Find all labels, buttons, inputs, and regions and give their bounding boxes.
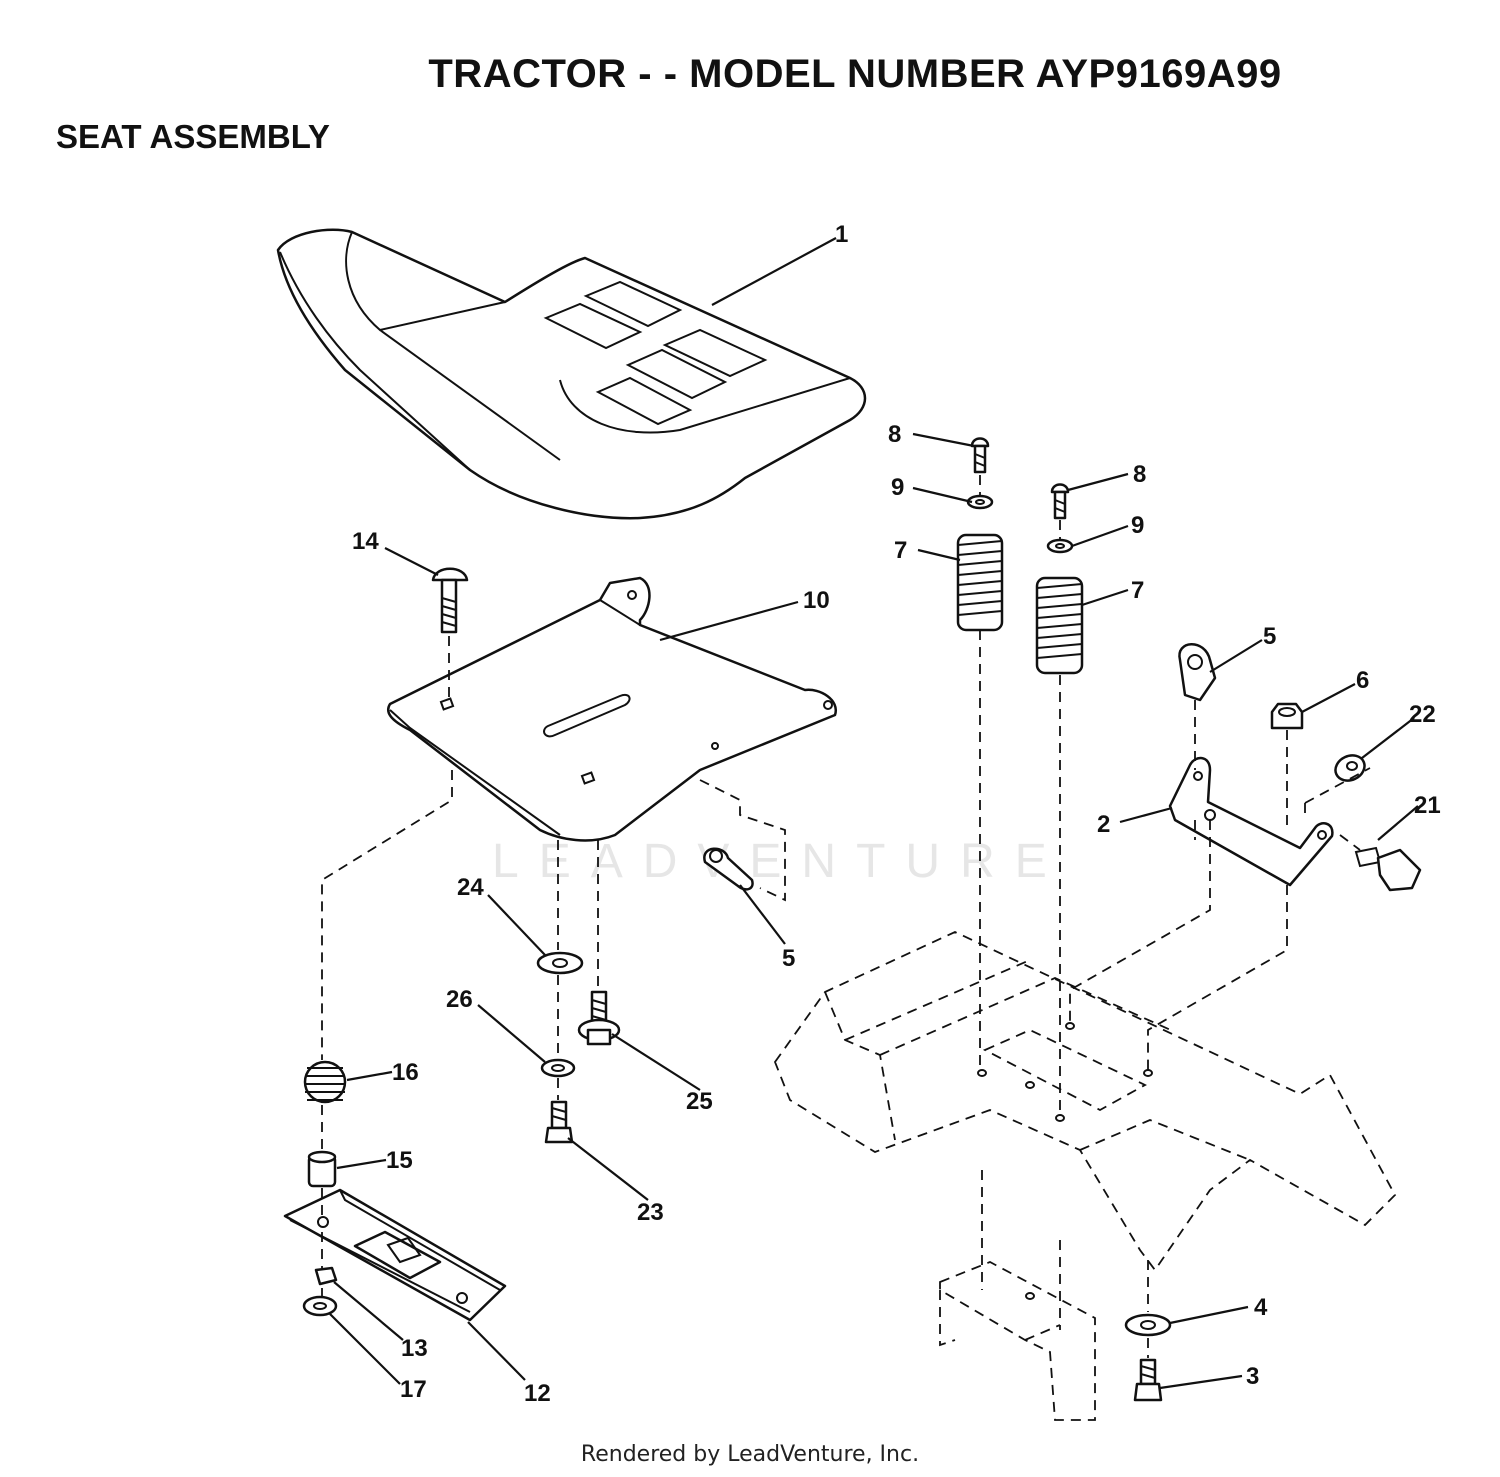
part-bolt-8-left xyxy=(970,437,990,474)
callout-7-right: 7 xyxy=(1131,577,1144,604)
part-carriage-bolt xyxy=(431,567,469,634)
callout-22: 22 xyxy=(1409,701,1436,728)
callout-8-left: 8 xyxy=(888,421,901,448)
callout-12: 12 xyxy=(524,1380,551,1407)
callout-8-right: 8 xyxy=(1133,461,1146,488)
section-title: SEAT ASSEMBLY xyxy=(56,118,330,155)
part-nut-6 xyxy=(1270,702,1304,730)
callout-24: 24 xyxy=(457,874,484,901)
part-flange-bolt-25 xyxy=(577,990,621,1046)
watermark: LEADVENTURE xyxy=(492,835,1067,888)
callout-7-left: 7 xyxy=(894,537,907,564)
callout-26: 26 xyxy=(446,986,473,1013)
frame-holes xyxy=(977,1022,1153,1300)
part-nut-13 xyxy=(314,1266,338,1286)
callout-16: 16 xyxy=(392,1059,419,1086)
callout-13: 13 xyxy=(401,1335,428,1362)
callout-23: 23 xyxy=(637,1199,664,1226)
part-bolt-8-right xyxy=(1050,483,1070,520)
diagram-title: TRACTOR - - MODEL NUMBER AYP9169A99 xyxy=(428,52,1282,96)
callout-14: 14 xyxy=(352,528,379,555)
part-hex-bolt-3 xyxy=(1133,1358,1163,1402)
part-washer-9-right xyxy=(1046,538,1074,554)
part-seat-bracket-12 xyxy=(283,1188,507,1322)
callout-3: 3 xyxy=(1246,1363,1259,1390)
callout-6: 6 xyxy=(1356,667,1369,694)
part-seat xyxy=(276,228,867,520)
callout-25: 25 xyxy=(686,1088,713,1115)
callout-17: 17 xyxy=(400,1376,427,1403)
part-flange-nut-17 xyxy=(302,1295,338,1317)
callout-15: 15 xyxy=(386,1147,413,1174)
callout-4: 4 xyxy=(1254,1294,1268,1321)
callout-21: 21 xyxy=(1414,792,1441,819)
callout-1: 1 xyxy=(835,221,848,248)
callout-9-left: 9 xyxy=(891,474,904,501)
callout-10: 10 xyxy=(803,587,830,614)
part-clip-right xyxy=(1178,643,1217,702)
part-hairpin-clip-left xyxy=(703,847,754,891)
tractor-frame-outline xyxy=(773,931,1397,1421)
leader-lines xyxy=(329,237,1419,1390)
callout-9-right: 9 xyxy=(1131,512,1144,539)
callout-labels: 1 2 3 4 5 5 6 7 7 8 8 9 9 10 12 13 14 15… xyxy=(352,221,1441,1407)
assembly-lines xyxy=(321,475,1371,1358)
footer-credit: Rendered by LeadVenture, Inc. xyxy=(580,1442,920,1467)
part-hex-bolt-23 xyxy=(544,1100,574,1144)
part-washer-26 xyxy=(540,1058,576,1078)
part-shoulder-bolt-21 xyxy=(1354,846,1422,892)
part-spring-7-right xyxy=(1035,576,1084,675)
part-pivot-bracket-2 xyxy=(1168,756,1334,887)
callout-2: 2 xyxy=(1097,811,1110,838)
part-spring-16 xyxy=(303,1060,347,1104)
callout-5-left: 5 xyxy=(782,945,795,972)
part-bushing-15 xyxy=(307,1150,337,1188)
part-seat-pan xyxy=(386,576,838,842)
part-spring-7-left xyxy=(956,533,1004,632)
part-washer-4 xyxy=(1124,1313,1172,1337)
part-washer-24 xyxy=(536,951,584,975)
callout-5-right: 5 xyxy=(1263,623,1276,650)
